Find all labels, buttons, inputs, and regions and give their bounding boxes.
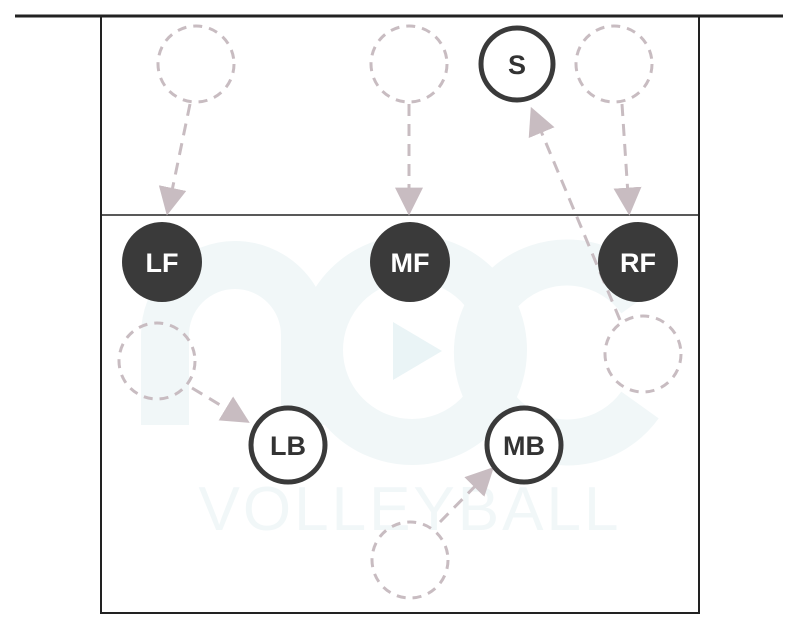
arrow-lf xyxy=(158,103,192,216)
watermark-logo: VOLLEYBALL xyxy=(141,235,659,544)
watermark-text: VOLLEYBALL xyxy=(199,475,622,544)
player-mf-label: MF xyxy=(391,248,430,278)
ghost-position-lf xyxy=(156,24,236,104)
player-mb-circle xyxy=(484,405,564,485)
arrow-rf xyxy=(613,103,642,216)
player-lb-circle xyxy=(248,405,328,485)
ghost-position-mb xyxy=(370,520,450,600)
player-lb-label: LB xyxy=(270,431,306,461)
watermark-c-shape xyxy=(453,239,659,466)
arrow-lb xyxy=(191,386,250,423)
ghost-position-rf xyxy=(574,24,654,104)
watermark-play-icon xyxy=(393,322,442,380)
arrow-s xyxy=(528,106,622,321)
player-lb: LB xyxy=(248,405,328,485)
player-s: S xyxy=(478,25,556,103)
player-rf-label: RF xyxy=(620,248,656,278)
ghost-position-s xyxy=(603,314,683,394)
player-lf-circle xyxy=(122,222,202,302)
ghost-position-lb xyxy=(117,321,197,401)
player-lf-label: LF xyxy=(146,248,179,278)
player-mf: MF xyxy=(370,222,450,302)
player-lf: LF xyxy=(122,222,202,302)
player-mb: MB xyxy=(484,405,564,485)
player-s-label: S xyxy=(508,50,526,80)
player-mb-label: MB xyxy=(503,431,545,461)
court-boundary xyxy=(100,16,700,614)
player-rf-circle xyxy=(598,222,678,302)
player-mf-circle xyxy=(370,222,450,302)
ghost-position-mf xyxy=(369,24,449,104)
arrow-mb xyxy=(438,467,494,524)
watermark-arch-shape xyxy=(141,241,329,425)
player-s-circle xyxy=(478,25,556,103)
player-rf: RF xyxy=(598,222,678,302)
